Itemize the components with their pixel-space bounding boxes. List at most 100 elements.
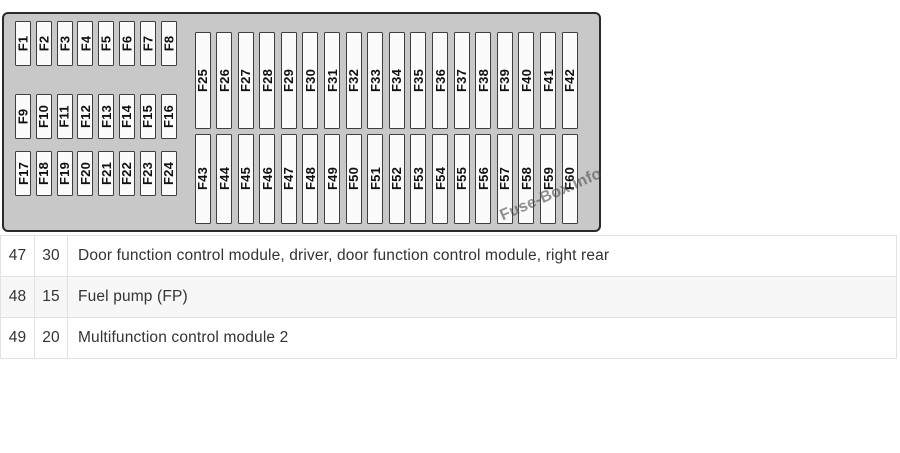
fuse-f11: F11 (56, 94, 73, 139)
fuse-f59: F59 (540, 134, 556, 224)
fuse-label: F29 (281, 68, 297, 93)
fuse-label: F41 (540, 68, 556, 93)
fuse-f21: F21 (98, 151, 115, 196)
fuse-f25: F25 (194, 32, 211, 129)
fuse-f8: F8 (160, 21, 177, 66)
fuse-label: F17 (15, 161, 31, 186)
fuse-f5: F5 (98, 21, 115, 66)
fuse-f1: F1 (15, 21, 31, 66)
fuse-f49: F49 (324, 134, 341, 224)
fuse-label: F57 (497, 167, 513, 191)
fuse-f57: F57 (496, 134, 513, 224)
description-cell: Fuel pump (FP) (78, 288, 188, 305)
fuse-f20: F20 (77, 151, 94, 196)
fuse-label: F43 (195, 167, 211, 191)
fuse-f7: F7 (139, 21, 156, 66)
fuse-f44: F44 (216, 134, 233, 224)
fuse-label: F45 (238, 167, 254, 191)
fuse-f13: F13 (98, 94, 115, 139)
fuse-label: F23 (140, 161, 156, 186)
fuse-label: F15 (140, 104, 156, 129)
fuse-label: F28 (259, 68, 275, 93)
fuse-label: F35 (410, 68, 426, 93)
description-cell: Multifunction control module 2 (78, 329, 289, 346)
fuse-f22: F22 (118, 151, 135, 196)
fuse-label: F33 (367, 68, 383, 93)
fuse-label: F16 (161, 104, 177, 129)
fuse-label: F20 (77, 161, 93, 186)
fuse-label: F51 (367, 167, 383, 191)
amps-cell: 15 (35, 277, 68, 317)
fuse-label: F50 (346, 167, 362, 191)
fuse-label: F36 (432, 68, 448, 93)
fuse-row-f25-f42: F25 F26 F27 F28 F29 F30 F31 F32 F33 F34 F35 F36 F37 F… (194, 32, 578, 129)
fuse-f40: F40 (518, 32, 535, 129)
fuse-label: F39 (497, 68, 513, 93)
fuse-f60: F60 (561, 134, 578, 224)
fuse-f39: F39 (496, 32, 513, 129)
fuse-f55: F55 (453, 134, 470, 224)
fuse-f2: F2 (35, 21, 52, 66)
fuse-f37: F37 (453, 32, 470, 129)
fuse-f32: F32 (345, 32, 362, 129)
amps-cell: 20 (35, 318, 68, 358)
fuse-f35: F35 (410, 32, 427, 129)
fuse-label: F24 (161, 161, 177, 186)
fuse-label: F5 (98, 35, 114, 52)
fuse-label: F7 (140, 35, 156, 52)
fuse-f43: F43 (194, 134, 211, 224)
description-cell: Door function control module, driver, do… (78, 247, 610, 264)
fuse-number-cell: 48 (1, 277, 35, 317)
fuse-label: F26 (216, 68, 232, 93)
fuse-label: F14 (119, 104, 135, 129)
fuse-f33: F33 (367, 32, 384, 129)
fuse-label: F48 (302, 167, 318, 191)
fuse-label: F27 (238, 68, 254, 93)
fuse-f54: F54 (432, 134, 449, 224)
fuse-f31: F31 (324, 32, 341, 129)
fuse-f51: F51 (367, 134, 384, 224)
fuse-label: F11 (57, 105, 73, 128)
fuse-label: F10 (36, 104, 52, 129)
fuse-label: F54 (432, 167, 448, 191)
fuse-label: F46 (259, 167, 275, 191)
fuse-label: F3 (57, 35, 73, 52)
fuse-f4: F4 (77, 21, 94, 66)
fuse-f42: F42 (561, 32, 578, 129)
fuse-number-cell: 49 (1, 318, 35, 358)
fuse-f47: F47 (280, 134, 297, 224)
fuse-f30: F30 (302, 32, 319, 129)
fuse-label: F58 (518, 167, 534, 191)
fuse-label: F56 (475, 167, 491, 191)
fuse-f45: F45 (237, 134, 254, 224)
fuse-f27: F27 (237, 32, 254, 129)
fuse-f14: F14 (118, 94, 135, 139)
fuse-f52: F52 (388, 134, 405, 224)
fuse-f38: F38 (475, 32, 492, 129)
fuse-label: F31 (324, 68, 340, 93)
fuse-f34: F34 (388, 32, 405, 129)
fuse-label: F38 (475, 68, 491, 93)
fuse-f56: F56 (475, 134, 492, 224)
fuse-label: F42 (562, 68, 578, 93)
fuse-label: F25 (195, 68, 211, 93)
fuse-f3: F3 (56, 21, 73, 66)
fuse-f12: F12 (77, 94, 94, 139)
fuse-label: F1 (15, 35, 31, 52)
fuse-f50: F50 (345, 134, 362, 224)
fuse-label: F52 (389, 167, 405, 191)
amps-cell: 30 (35, 236, 68, 276)
fuse-f46: F46 (259, 134, 276, 224)
fuse-f10: F10 (35, 94, 52, 139)
fuse-label: F34 (389, 68, 405, 93)
fuse-number-cell: 47 (1, 236, 35, 276)
fuse-f9: F9 (15, 94, 31, 139)
